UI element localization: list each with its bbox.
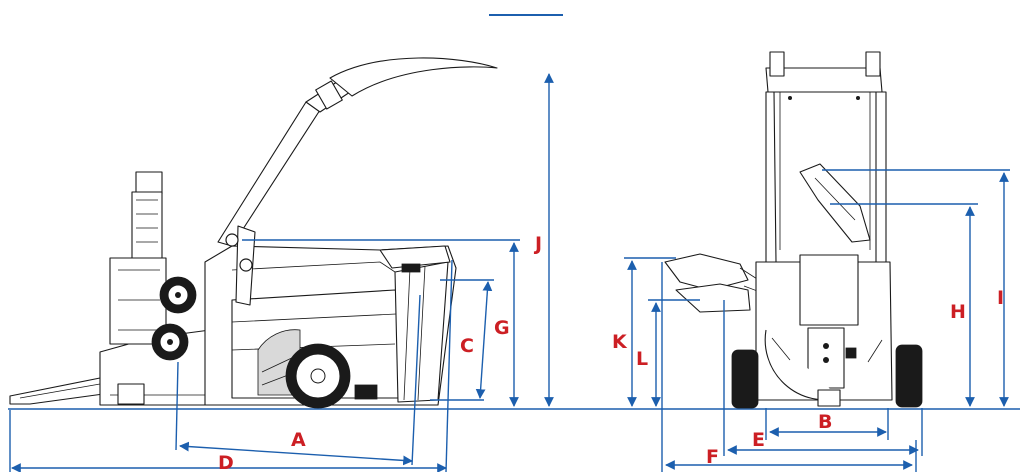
label-f: F xyxy=(706,446,719,468)
label-l: L xyxy=(636,348,648,370)
dimension-l: L xyxy=(636,262,700,472)
label-a: A xyxy=(291,429,306,451)
front-view-machine xyxy=(664,51,923,409)
label-h: H xyxy=(950,301,966,323)
dimension-e: E xyxy=(723,300,923,456)
label-i: I xyxy=(997,287,1004,309)
label-k: K xyxy=(612,331,628,353)
dimension-f: F xyxy=(665,440,917,472)
label-g: G xyxy=(494,317,510,339)
side-view-machine xyxy=(9,57,498,409)
dimension-d: D xyxy=(9,259,453,472)
dimension-j: J xyxy=(533,73,554,407)
feed-roller-lower xyxy=(151,323,189,361)
dimension-k: K xyxy=(612,257,676,407)
label-d: D xyxy=(218,452,234,472)
dimension-g: G xyxy=(242,239,520,407)
dimension-a: A xyxy=(175,294,421,466)
dimension-c: C xyxy=(430,279,494,401)
label-j: J xyxy=(533,233,542,255)
feed-roller-upper xyxy=(159,276,197,314)
dimension-b: B xyxy=(765,408,889,440)
side-wheel xyxy=(285,343,351,409)
label-e: E xyxy=(752,429,765,451)
front-wheel-left xyxy=(731,349,759,409)
front-wheel-right xyxy=(895,344,923,408)
label-b: B xyxy=(818,411,832,433)
dimension-i: I xyxy=(822,169,1010,407)
label-c: C xyxy=(460,335,474,357)
dimension-h: H xyxy=(830,203,978,407)
